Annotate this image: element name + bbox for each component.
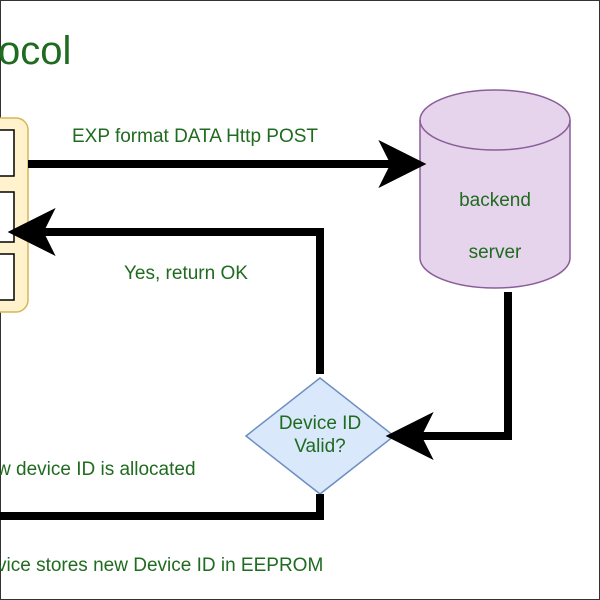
allocated-id-line [0,494,324,520]
device-panel[interactable] [0,117,29,313]
allocated-id-label: w device ID is allocated [0,459,196,480]
backend-server-cylinder[interactable]: backend server [419,89,571,289]
return-ok-arrow [7,208,324,374]
diagram-title: ocol [0,29,71,73]
return-ok-label: Yes, return OK [124,263,248,284]
cylinder-label-line2: server [469,242,522,263]
cylinder-top-rim [419,119,571,151]
decision-label-line1: Device ID [279,413,361,434]
eeprom-store-label: vice stores new Device ID in EEPROM [0,555,323,576]
device-slot-3 [0,253,15,301]
device-id-valid-decision[interactable]: Device ID Valid? [244,377,396,495]
device-slot-2 [0,191,15,243]
cylinder-body [419,89,571,289]
decision-label-line2: Valid? [294,436,345,457]
post-data-label: EXP format DATA Http POST [72,126,318,147]
cylinder-label-line1: backend [459,190,531,211]
backend-to-decision-arrow [385,292,512,460]
device-slot-1 [0,129,15,177]
